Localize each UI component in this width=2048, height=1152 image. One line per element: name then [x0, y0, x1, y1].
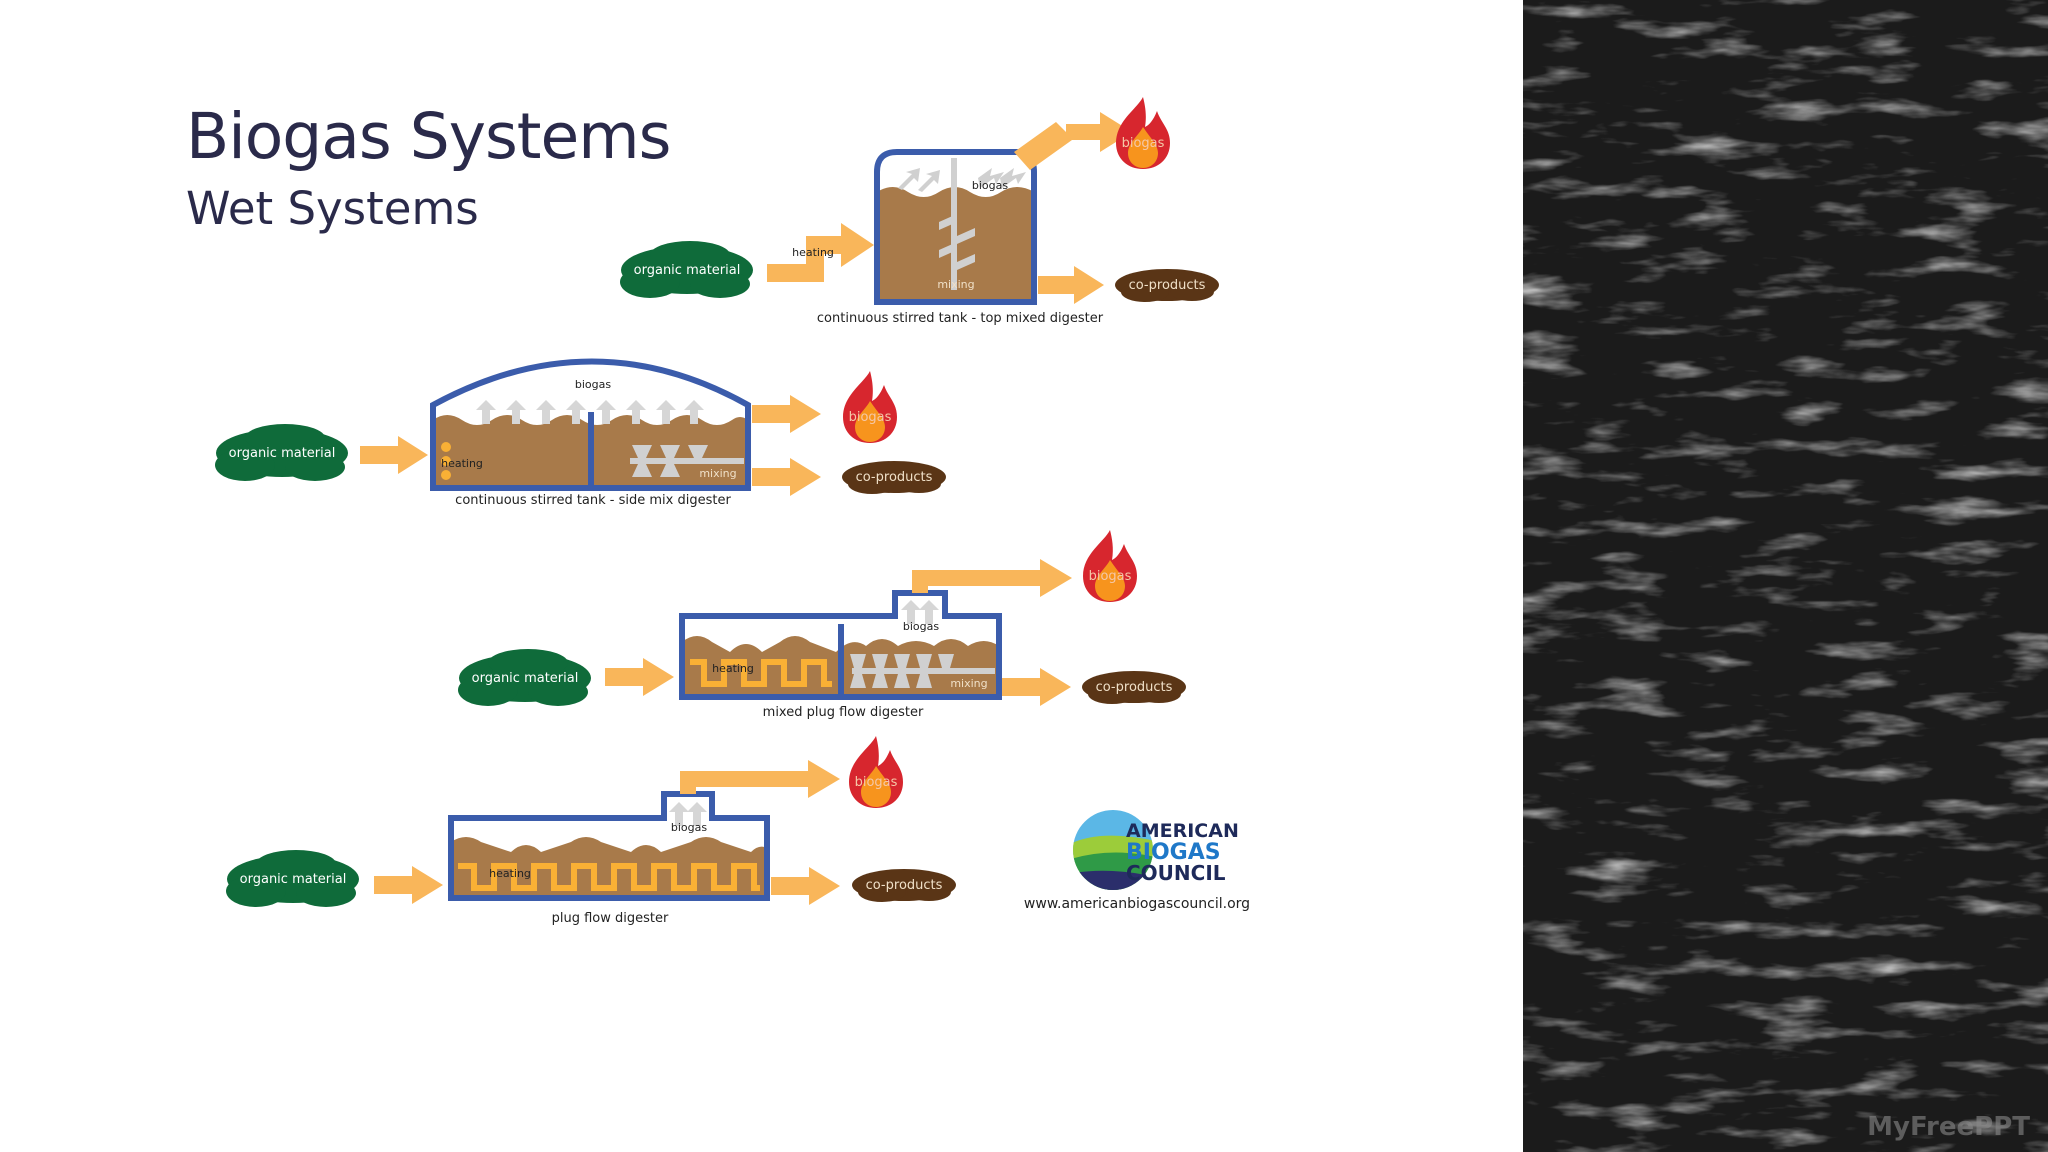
biogas-inner-label: biogas — [575, 378, 611, 391]
diagram-caption: plug flow digester — [552, 911, 669, 926]
decorative-texture-panel — [1523, 0, 2048, 1152]
logo-line-council: COUNCIL — [1126, 861, 1226, 885]
mixing-label: mixing — [937, 278, 974, 291]
watermark: MyFreePPT — [1867, 1112, 2030, 1142]
logo-line-american: AMERICAN — [1126, 820, 1239, 842]
coproducts-outflow-arrow — [1038, 266, 1104, 304]
digester-tank: biogas mixing — [874, 149, 1037, 305]
biogas-output-label: biogas — [1089, 569, 1132, 584]
diagram-caption: continuous stirred tank - side mix diges… — [455, 493, 731, 508]
digester-tank: biogas heating — [448, 791, 770, 901]
coproducts-outflow-arrow — [1002, 668, 1071, 706]
coproducts-outflow-arrow — [752, 458, 821, 496]
organic-material-label: organic material — [240, 872, 347, 887]
coproducts-label: co-products — [1096, 680, 1173, 695]
biogas-outflow-arrow — [1014, 112, 1132, 170]
organic-material-blob: organic material — [458, 649, 591, 706]
flame-icon — [1083, 530, 1137, 602]
digester-tank: biogas heating mixing — [430, 358, 751, 491]
biogas-inner-label: biogas — [972, 179, 1008, 192]
diagram-top-mixed-digester: organic material heating biogas mixing — [620, 97, 1219, 326]
mixing-label: mixing — [699, 467, 736, 480]
inflow-arrow — [605, 658, 674, 696]
organic-material-label: organic material — [229, 446, 336, 461]
biogas-outflow-arrow — [912, 559, 1072, 597]
heating-label: heating — [489, 867, 531, 880]
logo-line-biogas: BIOGAS — [1126, 840, 1221, 865]
biogas-inner-label: biogas — [903, 620, 939, 633]
flame-icon — [843, 371, 897, 443]
diagram-side-mix-digester: organic material — [215, 358, 946, 508]
inflow-arrow — [767, 223, 874, 282]
organic-material-blob: organic material — [215, 424, 348, 481]
organic-material-blob: organic material — [226, 850, 359, 907]
slide-title: Biogas Systems — [186, 100, 671, 173]
heating-label: heating — [441, 457, 483, 470]
inflow-arrow — [374, 866, 443, 904]
diagram-mixed-plug-flow-digester: organic material — [458, 530, 1186, 720]
coproducts-blob: co-products — [1115, 269, 1219, 302]
coproducts-blob: co-products — [1082, 671, 1186, 704]
mixing-label: mixing — [950, 677, 987, 690]
biogas-inner-label: biogas — [671, 821, 707, 834]
biogas-output-label: biogas — [849, 410, 892, 425]
coproducts-label: co-products — [866, 878, 943, 893]
heating-label: heating — [792, 246, 834, 259]
coproducts-blob: co-products — [852, 869, 956, 902]
diagram-caption: mixed plug flow digester — [763, 705, 924, 720]
biogas-outflow-arrow — [752, 395, 821, 433]
coproducts-outflow-arrow — [771, 867, 840, 905]
diagram-caption: continuous stirred tank - top mixed dige… — [817, 311, 1104, 326]
logo-url: www.americanbiogascouncil.org — [1024, 896, 1250, 912]
inflow-arrow — [360, 436, 428, 474]
biogas-output-label: biogas — [1122, 136, 1165, 151]
biogas-outflow-arrow — [680, 760, 840, 798]
coproducts-blob: co-products — [842, 461, 946, 494]
heating-label: heating — [712, 662, 754, 675]
slide-subtitle: Wet Systems — [186, 182, 479, 235]
organic-material-label: organic material — [472, 671, 579, 686]
coproducts-label: co-products — [856, 470, 933, 485]
organic-material-label: organic material — [634, 263, 741, 278]
digester-tank: biogas heating mixing — [679, 590, 1002, 700]
flame-icon — [1116, 97, 1170, 169]
coproducts-label: co-products — [1129, 278, 1206, 293]
american-biogas-council-logo: AMERICAN BIOGAS COUNCIL www.americanbiog… — [1024, 810, 1250, 912]
organic-material-blob: organic material — [620, 241, 753, 298]
diagram-plug-flow-digester: organic material biogas heating biogas — [226, 736, 956, 926]
biogas-output-label: biogas — [855, 775, 898, 790]
flame-icon — [849, 736, 903, 808]
